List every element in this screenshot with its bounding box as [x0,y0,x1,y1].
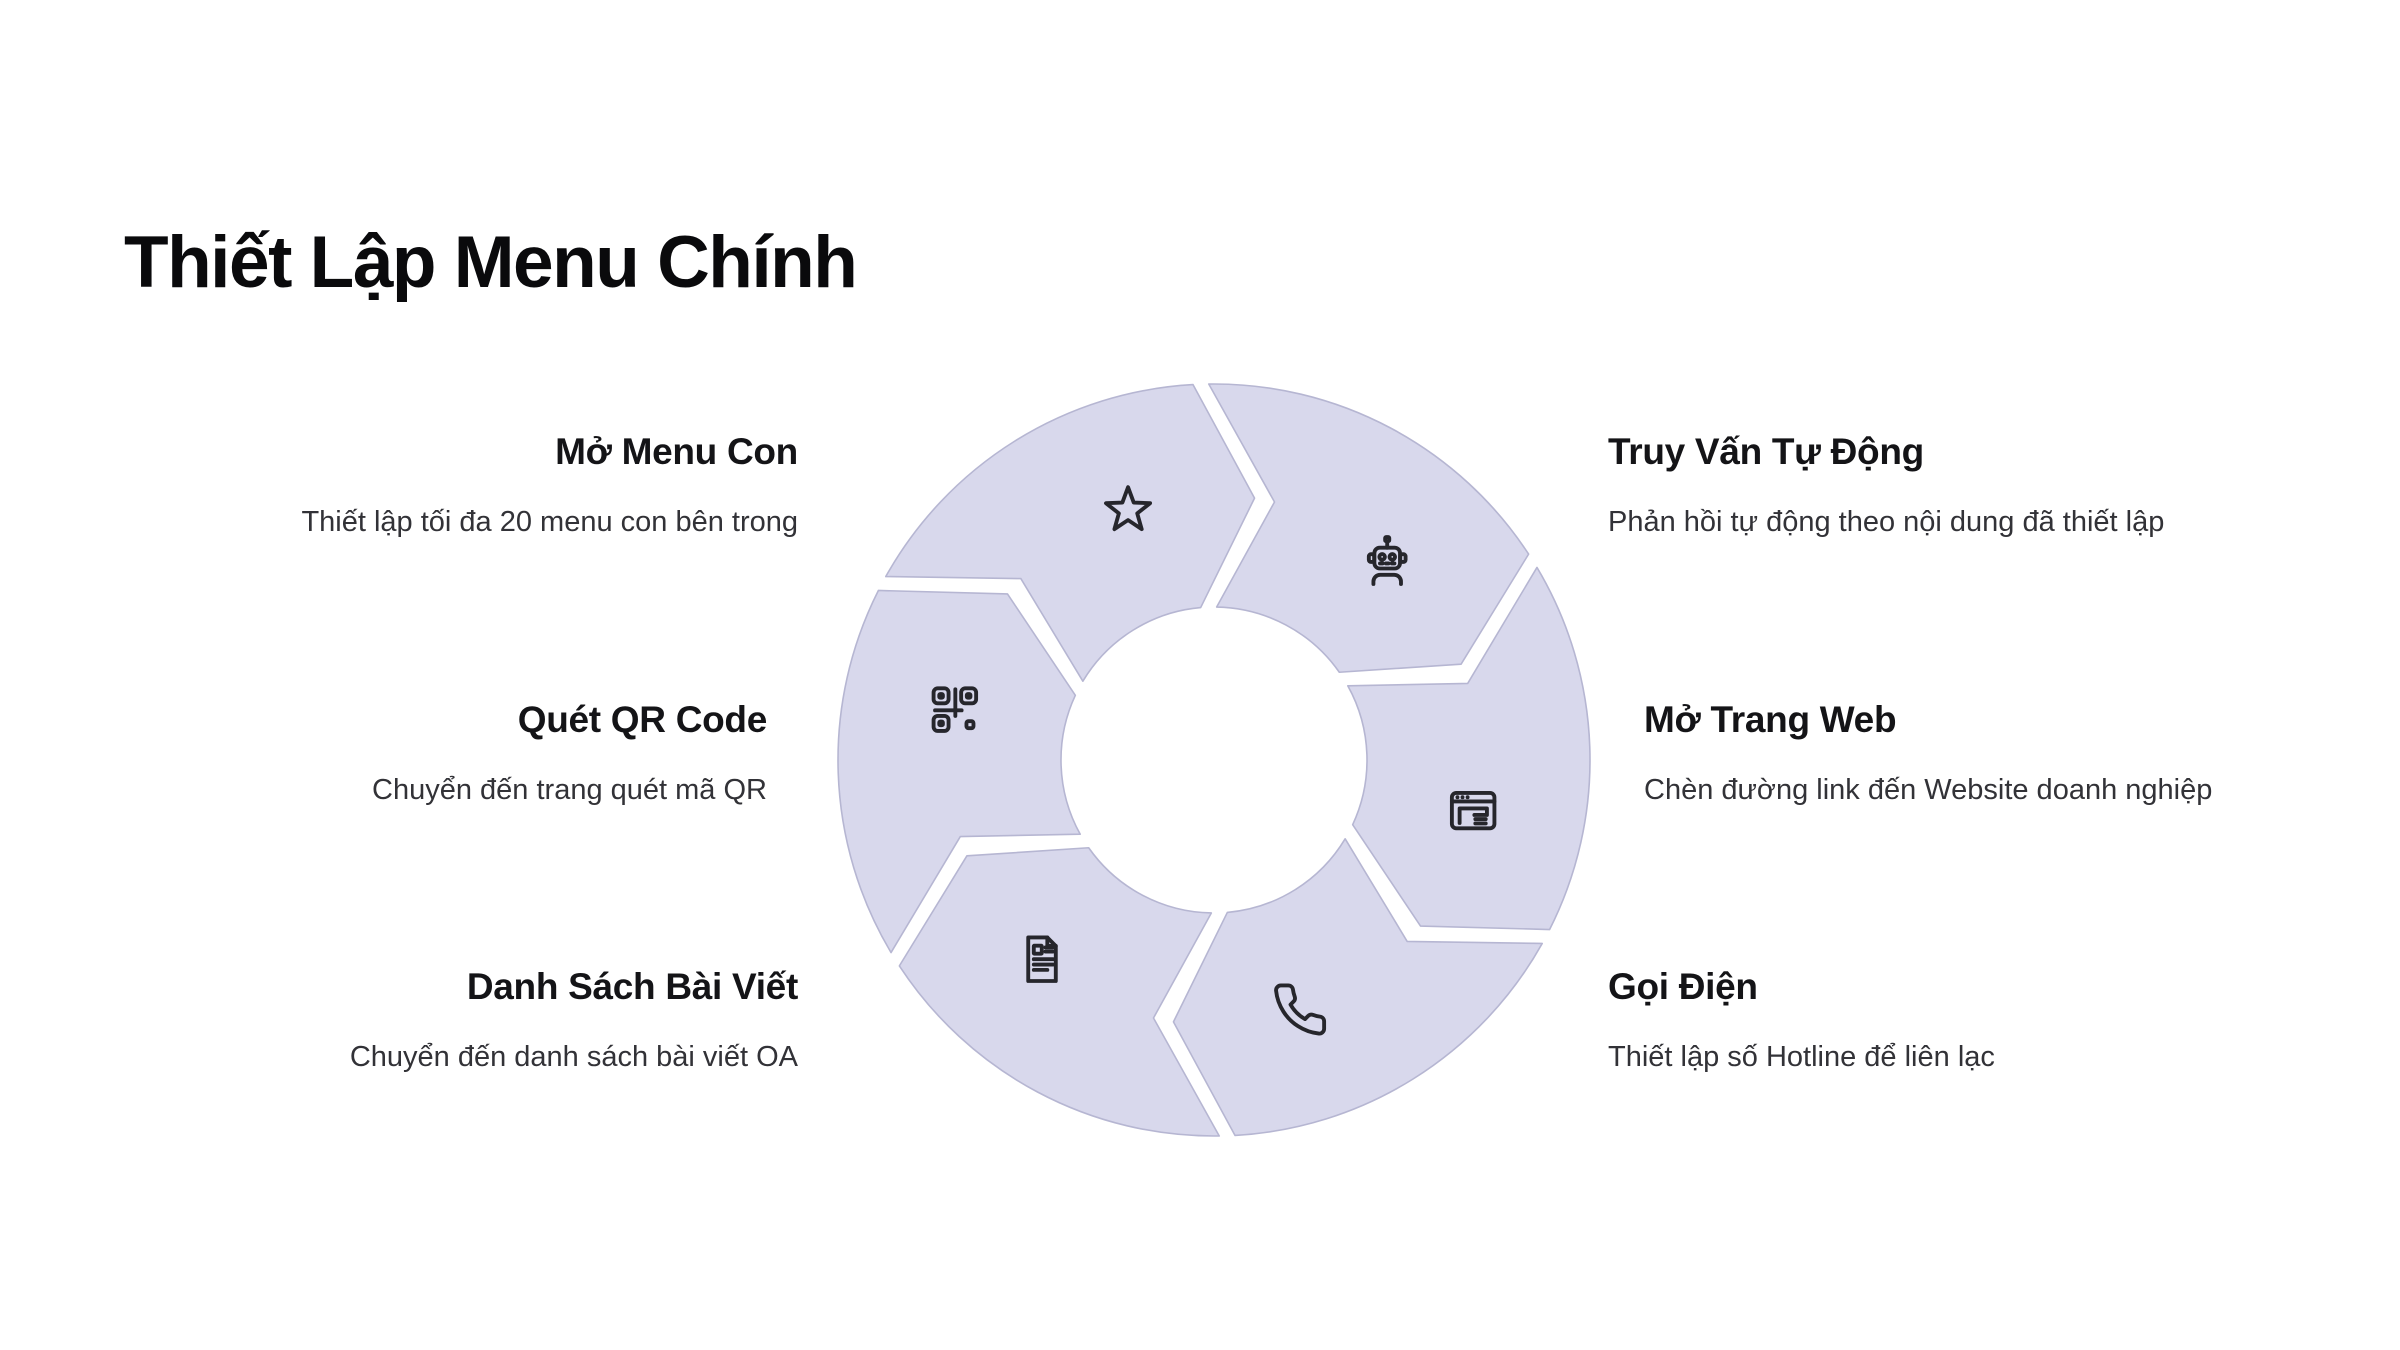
qr-icon [931,686,979,733]
phone-icon [1274,983,1327,1036]
item-title: Quét QR Code [517,699,768,740]
segment-phone [1172,838,1544,1137]
cycle-diagram [837,383,1591,1137]
item-title: Mở Trang Web [1644,699,1897,740]
feature-item-mo-menu-con: Mở Menu Con Thiết lập tối đa 20 menu con… [301,430,798,540]
feature-item-quet-qr-code: Quét QR Code Chuyển đến trang quét mã QR [372,698,767,808]
item-desc: Phản hồi tự động theo nội dung đã thiết … [1608,506,2165,538]
item-title: Truy Vấn Tự Động [1608,431,1924,472]
item-title: Gọi Điện [1608,966,1758,1007]
item-desc: Chuyển đến danh sách bài viết OA [349,1041,798,1073]
item-title: Mở Menu Con [555,431,798,472]
item-title: Danh Sách Bài Viết [466,966,798,1007]
feature-item-danh-sach-bai-viet: Danh Sách Bài Viết Chuyển đến danh sách … [350,965,798,1075]
star-icon [1104,485,1153,532]
page-title: Thiết Lập Menu Chính [124,222,858,303]
item-desc: Chèn đường link đến Website doanh nghiệp [1644,774,2213,806]
feature-item-mo-trang-web: Mở Trang Web Chèn đường link đến Website… [1644,698,2212,808]
document-icon [1026,935,1058,983]
feature-item-truy-van-tu-dong: Truy Vấn Tự Động Phản hồi tự động theo n… [1608,430,2164,540]
browser-icon [1449,791,1497,831]
feature-item-goi-dien: Gọi Điện Thiết lập số Hotline để liên lạ… [1608,965,1995,1075]
item-desc: Chuyển đến trang quét mã QR [372,774,767,806]
robot-icon [1366,535,1408,586]
segment-star [884,383,1256,682]
segment-browser [1347,566,1591,931]
segment-qr [837,589,1081,954]
item-desc: Thiết lập tối đa 20 menu con bên trong [301,506,798,538]
item-desc: Thiết lập số Hotline để liên lạc [1608,1041,1995,1073]
segment-robot [1207,383,1530,674]
segment-document [898,846,1221,1137]
